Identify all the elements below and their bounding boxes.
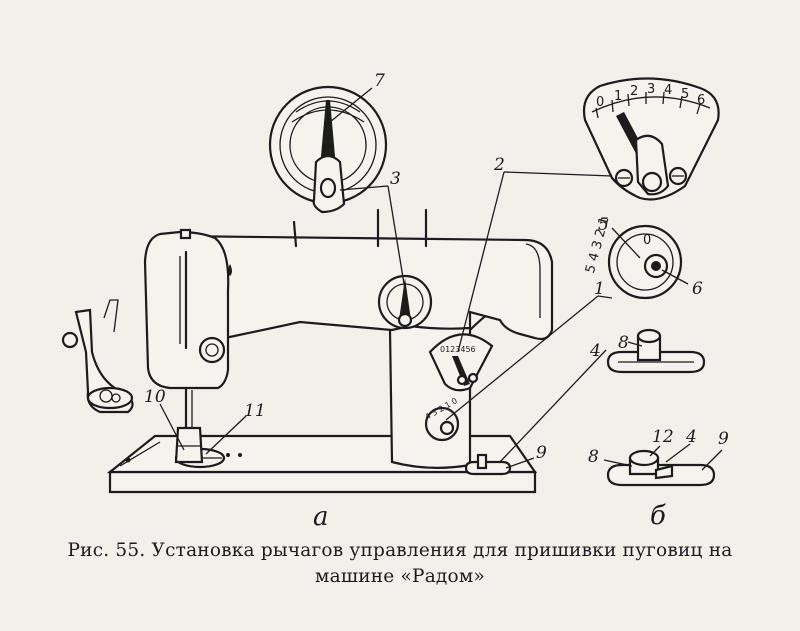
label-6: 6	[692, 279, 703, 299]
stitch-scale-2: 2	[630, 84, 638, 99]
label-1: 1	[594, 279, 605, 299]
label-11: 11	[244, 401, 266, 421]
stitch-scale-0: 0	[596, 95, 604, 110]
stitch-scale-ticks	[595, 91, 701, 119]
part-label-a: а	[313, 502, 329, 531]
stitch-scale-4: 4	[664, 83, 672, 98]
stitch-scale-3: 3	[647, 82, 655, 97]
label-12: 12	[652, 427, 674, 447]
stitch-scale-6: 6	[697, 93, 705, 108]
lever-on-bed	[464, 453, 512, 476]
small-stitch-scale: 0123456	[440, 345, 476, 354]
figure-caption: Рис. 55. Установка рычагов управления дл…	[38, 538, 762, 590]
label-8-lower: 8	[588, 447, 599, 467]
label-7: 7	[374, 71, 385, 91]
stitch-selector-dial	[377, 274, 433, 330]
part-label-b: б	[650, 501, 666, 531]
dial-scale-zero: 0	[643, 233, 651, 248]
dial-detail-top	[268, 85, 388, 214]
reference-numbers: 7 3 2 5 6 1 4 8 9 12 4 9 8 10 11	[144, 71, 729, 467]
label-10: 10	[144, 387, 166, 407]
label-9-lower: 9	[718, 429, 729, 449]
sewing-machine-diagram: 0123456 4 3 2 1 0	[61, 71, 729, 531]
stitch-scale-detail: 0 1 2 3 4 5 6	[582, 77, 720, 201]
label-4-lower: 4	[685, 427, 697, 447]
lever-detail-lower	[606, 449, 716, 487]
leader-lines	[159, 87, 723, 471]
machine-head	[143, 228, 232, 390]
stitch-scale-1: 1	[614, 89, 622, 104]
label-8-upper: 8	[618, 333, 629, 353]
machine-arm	[168, 234, 554, 341]
needle-bar	[174, 386, 204, 464]
caption-line-1: Рис. 55. Установка рычагов управления дл…	[67, 540, 733, 561]
label-3: 3	[390, 169, 401, 189]
label-5: 5	[598, 215, 609, 235]
stitch-length-plate: 0123456	[428, 333, 494, 392]
stitch-scale-5: 5	[681, 87, 689, 102]
lever-detail-upper	[606, 328, 706, 374]
label-2: 2	[493, 155, 505, 175]
spool-pins	[292, 208, 428, 248]
caption-line-2: машине «Радом»	[315, 566, 485, 587]
presser-foot-detail	[61, 299, 134, 414]
label-4-upper: 4	[589, 341, 601, 361]
label-9-base: 9	[536, 443, 547, 463]
